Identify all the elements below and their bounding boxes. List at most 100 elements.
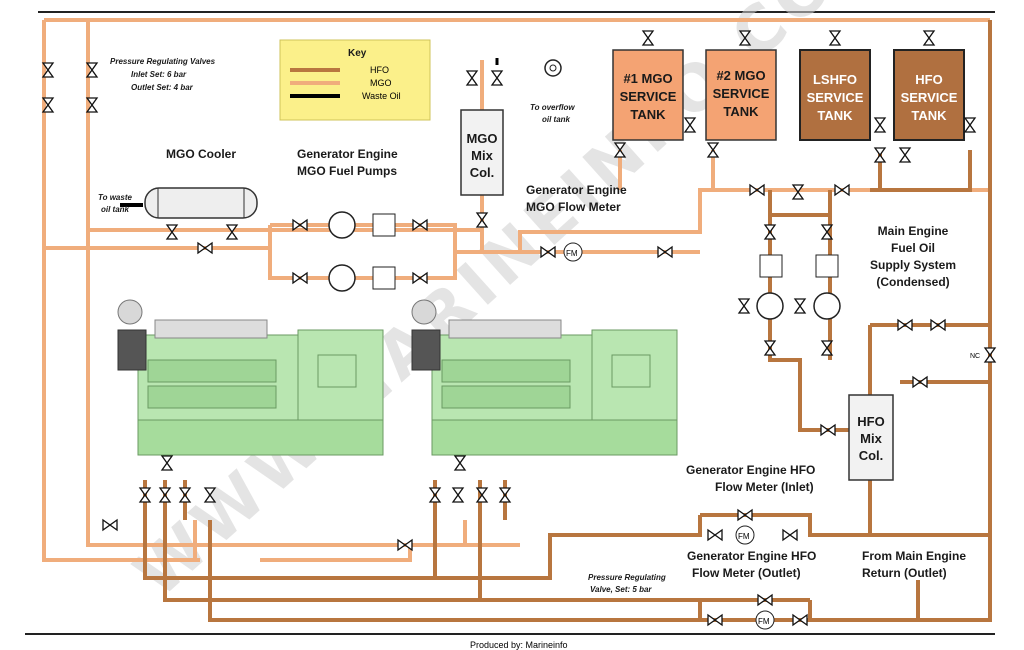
valve-icon [820,423,836,437]
valve-icon [641,30,655,46]
valve-icon [203,487,217,503]
ge-mgo-fm-label: MGO Flow Meter [526,200,621,214]
nc-label: NC [970,353,980,360]
valve-icon [707,528,723,542]
valve-icon [898,147,912,163]
valve-icon [453,455,467,471]
valve-icon [498,487,512,503]
valve-icon [737,298,751,314]
flow-meter-mgo: FM [563,242,583,262]
valve-icon [922,30,936,46]
tank-label-line: TANK [630,107,666,122]
valve-icon [834,183,850,197]
valve-icon [873,147,887,163]
valve-icon [41,97,55,113]
tank-label-line: SERVICE [901,90,958,105]
fm-label: FM [566,249,578,258]
valve-icon [225,224,239,240]
column-label-line: Col. [470,165,495,180]
mgo-mix-column: MGO Mix Col. [460,109,504,196]
mgo-fuel-pumps [328,211,396,292]
valve-icon [983,347,997,363]
prv-top-inlet: Inlet Set: 6 bar [131,70,187,79]
valve-icon [828,30,842,46]
flow-meter-hfo-outlet: FM [755,610,775,630]
valve-icon [102,518,118,532]
column-label-line: Mix [860,431,882,446]
valve-icon [738,30,752,46]
valve-icon [873,117,887,133]
valve-icon [41,62,55,78]
valve-icon [540,245,556,259]
tank-label-line: TANK [817,108,853,123]
valve-icon [683,117,697,133]
valve-icon [475,212,489,228]
valve-icon [930,318,946,332]
me-supply-label: Fuel Oil [891,241,935,255]
valve-icon [197,241,213,255]
me-supply-label: Supply System [870,258,956,272]
key-mgo: MGO [370,78,392,88]
lshfo-service-tank: LSHFO SERVICE TANK [799,49,871,141]
prv-top-outlet: Outlet Set: 4 bar [131,83,194,92]
valve-icon [490,70,504,86]
column-label-line: Col. [859,448,884,463]
to-overflow-label: To overflow [530,103,575,112]
valve-icon [292,271,308,285]
generator-engine-2 [411,299,678,456]
mgo1-service-tank: #1 MGO SERVICE TANK [612,49,684,141]
valve-icon [292,218,308,232]
column-label-line: Mix [471,148,493,163]
valve-icon [158,487,172,503]
valve-icon [178,487,192,503]
hfo-mix-column: HFO Mix Col. [848,394,894,481]
valve-icon [793,298,807,314]
me-return-label: Return (Outlet) [862,566,947,580]
me-return-label: From Main Engine [862,549,966,563]
tank-label-line: SERVICE [713,86,770,101]
column-label-line: HFO [857,414,884,429]
to-waste-label: oil tank [101,205,130,214]
ge-mgo-pumps-label: MGO Fuel Pumps [297,164,397,178]
valve-icon [85,97,99,113]
valve-icon [412,218,428,232]
valve-icon [707,613,723,627]
valve-icon [763,224,777,240]
me-supply-pumps [756,254,841,320]
tank-label-line: TANK [723,104,759,119]
me-supply-label: Main Engine [878,224,949,238]
prv-bottom-label: Pressure Regulating [588,573,666,582]
valve-icon [138,487,152,503]
ge-hfo-fm-inlet-label: Generator Engine HFO [686,463,815,477]
tank-label-line: SERVICE [807,90,864,105]
key-hfo: HFO [370,65,389,75]
valve-icon [737,508,753,522]
watermark: WWW.MARINEINFO.COM [121,0,903,612]
valve-icon [165,224,179,240]
valve-icon [757,593,773,607]
overflow-target-inner [549,64,557,72]
legend-key: Key HFO MGO Waste Oil [279,39,431,121]
to-waste-label: To waste [98,193,132,202]
valve-icon [465,70,479,86]
to-overflow-label: oil tank [542,115,571,124]
valve-icon [613,142,627,158]
me-supply-label: (Condensed) [876,275,949,289]
mgo2-service-tank: #2 MGO SERVICE TANK [705,49,777,141]
key-title: Key [348,48,367,59]
tank-label-line: #2 MGO [716,68,765,83]
ge-hfo-fm-outlet-label: Generator Engine HFO [687,549,816,563]
valve-icon [791,184,805,200]
tank-label-line: SERVICE [620,89,677,104]
column-label-line: MGO [466,131,497,146]
valve-icon [963,117,977,133]
produced-by-label: Produced by: Marineinfo [470,640,568,650]
key-waste-oil: Waste Oil [362,91,401,101]
valve-icon [763,340,777,356]
prv-top-label: Pressure Regulating Valves [110,57,216,66]
generator-engine-1 [117,299,384,456]
ge-hfo-fm-inlet-label: Flow Meter (Inlet) [715,480,814,494]
valves [41,30,997,627]
ge-hfo-fm-outlet-label: Flow Meter (Outlet) [692,566,801,580]
